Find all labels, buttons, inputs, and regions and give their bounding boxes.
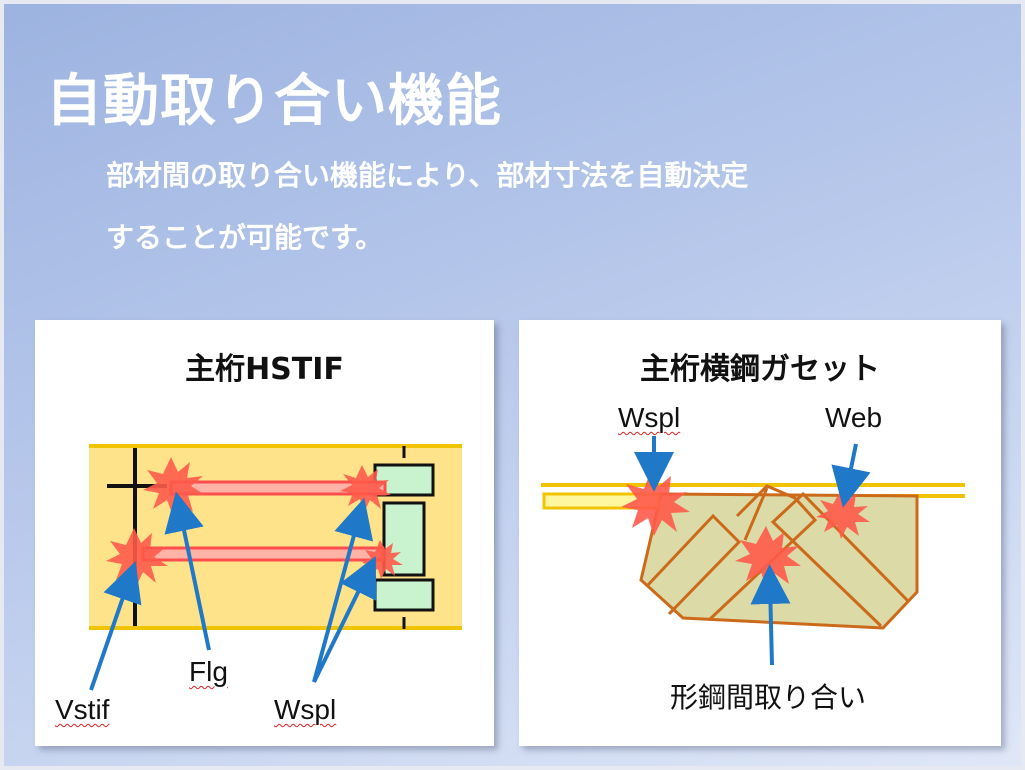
arrow-vstif: [89, 561, 142, 691]
arrow-web: [831, 443, 871, 508]
gusset-diagram: [541, 436, 965, 666]
label-connection: 形鋼間取り合い: [670, 682, 867, 713]
label-vstif: Vstif: [55, 694, 110, 725]
burst-marker-wspl: [621, 470, 690, 536]
splice-plate-bottom: [373, 578, 435, 612]
burst-marker-web: [816, 490, 870, 539]
label-flg: Flg: [189, 656, 228, 687]
angle-member-inner: [743, 487, 769, 541]
arrow-connection: [750, 564, 791, 666]
arrow-wspl-upper: [312, 497, 374, 683]
arrow-wspl-lower: [312, 556, 377, 683]
slide-subtitle-line1: 部材間の取り合い機能により、部材寸法を自動決定: [106, 159, 749, 192]
slide-title: 自動取り合い機能: [46, 69, 502, 134]
angle-member-right: [770, 491, 911, 628]
gusset-panel: 主桁横鋼ガセット: [519, 320, 1001, 746]
arrow-flg: [164, 491, 211, 651]
label-web: Web: [825, 402, 883, 433]
label-wspl: Wspl: [274, 694, 337, 725]
slide-subtitle-line2: することが可能です。: [106, 221, 384, 254]
gusset-panel-title: 主桁横鋼ガセット: [640, 352, 880, 387]
hstif-panel: 主桁HSTIF: [35, 320, 494, 746]
label-wspl-right: Wspl: [618, 402, 681, 433]
hstif-diagram: [89, 444, 462, 691]
hstif-panel-title: 主桁HSTIF: [185, 352, 344, 387]
angle-member-left: [645, 513, 742, 616]
